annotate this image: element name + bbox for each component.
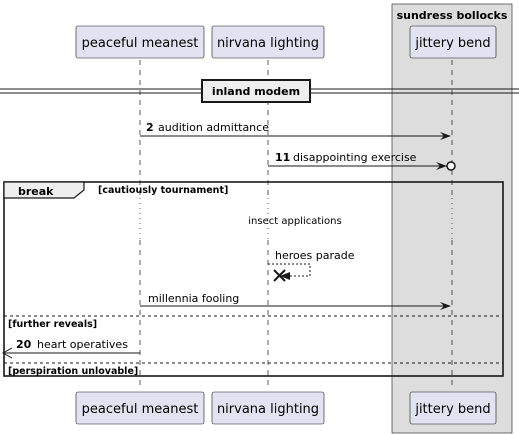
message-text: audition admittance [158,121,269,134]
participant-jittery-bend-top[interactable]: jittery bend [409,25,497,59]
message-millennia-fooling: millennia fooling [140,292,451,310]
message-text: heroes parade [275,249,355,262]
participant-nirvana-lighting-bottom[interactable]: nirvana lighting [211,391,325,425]
break-fragment: break [cautiously tournament] [3,181,504,377]
participant-peaceful-meanest-bottom[interactable]: peaceful meanest [75,391,205,425]
message-number: 20 [16,338,32,351]
participant-nirvana-lighting-top[interactable]: nirvana lighting [211,25,325,59]
section-guard: [further reveals] [8,319,97,330]
participant-label: peaceful meanest [82,402,199,417]
fragment-section-further-reveals: [further reveals] [4,315,503,330]
message-heroes-parade: heroes parade [268,249,355,282]
group-box-title: sundress bollocks [397,9,508,22]
destroy-icon [273,269,286,282]
participant-label: nirvana lighting [217,36,319,51]
message-number: 11 [275,151,290,164]
participant-peaceful-meanest-top[interactable]: peaceful meanest [75,25,205,59]
message-audition-admittance: 2 audition admittance [140,121,451,140]
participant-label: jittery bend [414,402,490,417]
section-guard: [perspiration unlovable] [8,366,138,377]
delay: insect applications [139,198,453,240]
participant-label: jittery bend [414,36,490,51]
message-heart-operatives: 20 heart operatives [1,338,140,359]
message-text: millennia fooling [148,292,239,305]
fragment-kind: break [18,185,54,198]
fragment-section-perspiration-unlovable: [perspiration unlovable] [4,362,503,377]
participant-jittery-bend-bottom[interactable]: jittery bend [409,391,497,425]
fragment-guard: [cautiously tournament] [98,185,228,196]
delay-text: insect applications [248,216,341,227]
message-text: heart operatives [37,338,128,351]
message-number: 2 [146,121,154,134]
message-disappointing-exercise: 11 disappointing exercise [268,151,456,171]
divider-label: inland modem [212,85,300,98]
participant-label: nirvana lighting [217,402,319,417]
divider: inland modem [0,79,519,103]
participant-label: peaceful meanest [82,36,199,51]
message-text: disappointing exercise [293,151,417,164]
